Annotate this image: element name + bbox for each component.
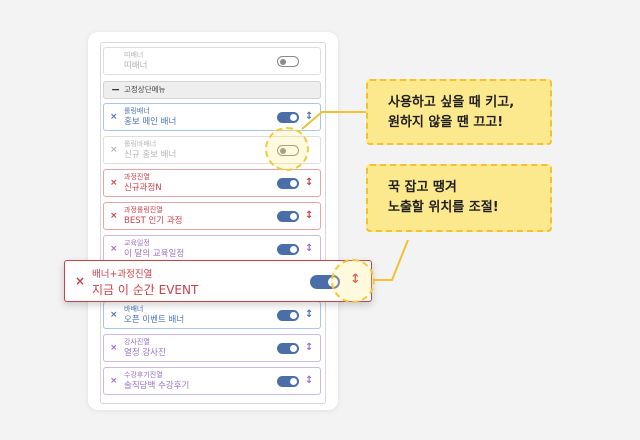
visibility-toggle[interactable] <box>277 112 299 123</box>
item-type-label: 과정롤링진열 <box>124 206 163 214</box>
drag-handle-icon[interactable]: ↕ <box>305 243 314 254</box>
item-title: BEST 인기 과정 <box>124 216 183 226</box>
list-item-strip-banner[interactable]: 띠배너 띠배너 <box>103 47 321 75</box>
item-type-label: 과정진열 <box>124 173 150 181</box>
list-item-schedule[interactable]: × 교육일정 이 달의 교육일정 ↕ <box>103 235 321 263</box>
dragged-list-item-banner-course[interactable]: × 배너+과정진열 지금 이 순간 EVENT ↕ <box>64 260 372 302</box>
visibility-toggle[interactable] <box>277 343 299 354</box>
visibility-toggle[interactable] <box>277 178 299 189</box>
drag-handle-icon[interactable]: ↕ <box>305 177 314 188</box>
drag-handle-icon[interactable]: ↕ <box>305 309 314 320</box>
item-type-label: 바배너 <box>124 305 144 313</box>
visibility-toggle[interactable] <box>277 310 299 321</box>
list-item-course-display[interactable]: × 과정진열 신규과정N ↕ <box>103 169 321 197</box>
group-label: 고정상단메뉴 <box>124 85 166 94</box>
list-item-bar-banner[interactable]: × 바배너 오픈 이벤트 배너 ↕ <box>103 301 321 329</box>
visibility-toggle[interactable] <box>277 376 299 387</box>
list-item-course-rolling[interactable]: × 과정롤링진열 BEST 인기 과정 ↕ <box>103 202 321 230</box>
drag-handle-highlight-ring <box>331 259 375 303</box>
delete-icon[interactable]: × <box>110 211 118 221</box>
section-list: 띠배너 띠배너 − 고정상단메뉴 × 롤링배너 홍보 메인 배너 ↕ × 롤링바… <box>100 42 326 404</box>
item-title: 지금 이 순간 EVENT <box>92 283 199 297</box>
delete-icon[interactable]: × <box>110 310 118 320</box>
layout-editor-panel: 띠배너 띠배너 − 고정상단메뉴 × 롤링배너 홍보 메인 배너 ↕ × 롤링바… <box>88 32 338 410</box>
callout-line: 사용하고 싶을 때 키고, <box>388 95 515 110</box>
item-title: 열정 강사진 <box>124 348 166 358</box>
item-title: 띠배너 <box>124 61 148 71</box>
item-title: 오픈 이벤트 배너 <box>124 315 185 325</box>
item-title: 신규과정N <box>124 183 162 193</box>
collapse-icon[interactable]: − <box>111 83 121 96</box>
item-title: 신규 홍보 배너 <box>124 150 177 160</box>
callout-line: 원하지 않을 땐 끄고! <box>388 115 504 130</box>
visibility-toggle[interactable] <box>277 56 299 67</box>
delete-icon[interactable]: × <box>110 244 118 254</box>
item-title: 홍보 메인 배너 <box>124 117 177 127</box>
item-type-label: 교육일정 <box>124 239 150 247</box>
delete-icon[interactable]: × <box>110 178 118 188</box>
item-type-label: 수강후기진열 <box>124 371 163 379</box>
callout-line: 노출할 위치를 조절! <box>388 200 499 215</box>
item-type-label: 강사진열 <box>124 338 150 346</box>
visibility-toggle[interactable] <box>277 244 299 255</box>
toggle-highlight-ring <box>265 127 309 171</box>
drag-handle-icon[interactable]: ↕ <box>305 342 314 353</box>
visibility-toggle[interactable] <box>277 211 299 222</box>
item-type-label: 롤링바배너 <box>124 140 157 148</box>
item-title: 솔직담백 수강후기 <box>124 381 190 391</box>
item-type-label: 롤링배너 <box>124 107 150 115</box>
delete-icon[interactable]: × <box>110 112 118 122</box>
delete-icon[interactable]: × <box>110 376 118 386</box>
item-title: 이 달의 교육일정 <box>124 249 185 259</box>
delete-icon[interactable]: × <box>110 343 118 353</box>
drag-tip-callout: 꾹 잡고 땡겨 노출할 위치를 조절! <box>366 164 552 232</box>
callout-line: 꾹 잡고 땡겨 <box>388 180 457 195</box>
toggle-tip-callout: 사용하고 싶을 때 키고, 원하지 않을 땐 끄고! <box>366 79 552 145</box>
group-header-fixed-top-menu[interactable]: − 고정상단메뉴 <box>103 81 321 99</box>
list-item-rolling-banner[interactable]: × 롤링배너 홍보 메인 배너 ↕ <box>103 103 321 131</box>
item-type-label: 띠배너 <box>124 51 144 59</box>
list-item-reviews[interactable]: × 수강후기진열 솔직담백 수강후기 ↕ <box>103 367 321 395</box>
drag-handle-icon[interactable]: ↕ <box>305 210 314 221</box>
drag-handle-icon[interactable]: ↕ <box>305 375 314 386</box>
item-type-label: 배너+과정진열 <box>92 269 153 280</box>
delete-icon[interactable]: × <box>110 145 118 155</box>
list-item-instructors[interactable]: × 강사진열 열정 강사진 ↕ <box>103 334 321 362</box>
drag-handle-icon[interactable]: ↕ <box>305 111 314 122</box>
delete-icon[interactable]: × <box>75 274 86 288</box>
